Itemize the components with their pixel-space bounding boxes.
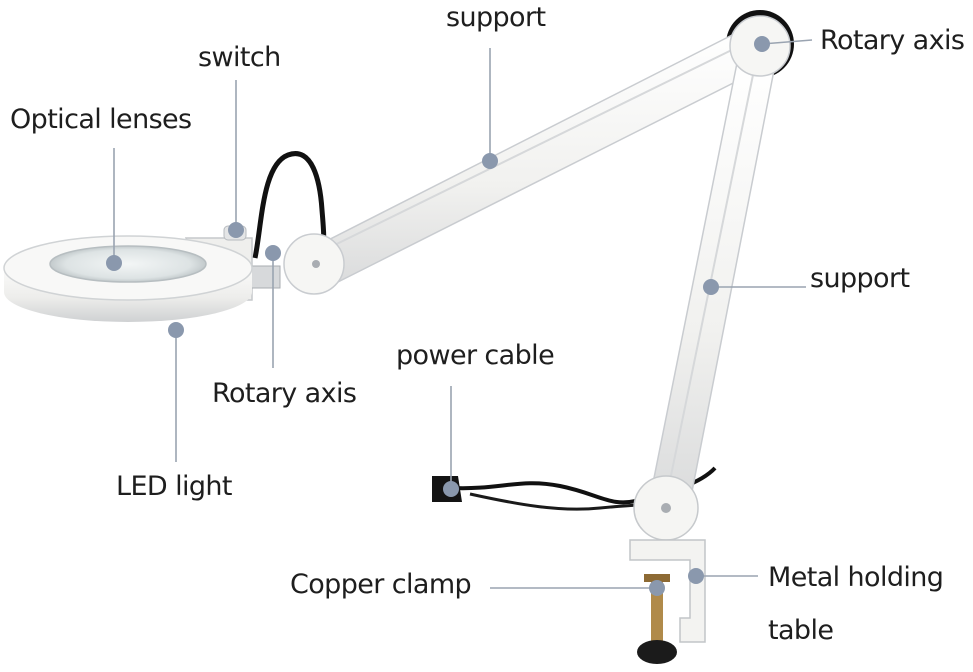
label-support-top: support (446, 2, 546, 33)
label-metal-holding-table-line1: Metal holding (768, 562, 944, 593)
callout-dot-optical-lenses (106, 255, 122, 271)
optical-lens-glass (49, 245, 207, 283)
callout-dots (106, 36, 770, 596)
label-power-cable: power cable (396, 340, 555, 371)
head-pivot-screw (312, 260, 320, 268)
clamp-screw-top (644, 574, 670, 582)
label-rotary-axis-bottom: Rotary axis (212, 378, 357, 409)
label-metal-holding-table-line2: table (768, 615, 834, 646)
callout-dot-copper-clamp (649, 580, 665, 596)
callout-lines (113, 39, 813, 589)
callout-line-rotary-axis-top (761, 39, 813, 45)
bottom-pivot-screw (661, 503, 671, 513)
label-rotary-axis-top: Rotary axis (820, 25, 965, 56)
label-copper-clamp: Copper clamp (290, 569, 472, 600)
callout-dot-rotary-axis-bottom (265, 245, 281, 261)
head-cord-loop (252, 151, 327, 260)
label-led-light: LED light (116, 471, 233, 502)
clamp-body (629, 539, 706, 643)
callout-dot-support-right (703, 279, 719, 295)
label-support-right: support (810, 263, 910, 294)
clamp-screw-thread (651, 582, 663, 644)
callout-dot-metal-holding-table (688, 568, 704, 584)
label-switch: switch (198, 42, 281, 73)
clamp-knob (637, 640, 677, 664)
callout-dot-led-light (168, 322, 184, 338)
callout-dot-switch (228, 222, 244, 238)
upper-arm-highlight (299, 41, 749, 263)
callout-dot-power-cable (443, 481, 459, 497)
callout-dot-support-top (482, 153, 498, 169)
callout-dot-rotary-axis-top (754, 36, 770, 52)
label-optical-lenses: Optical lenses (10, 104, 192, 135)
